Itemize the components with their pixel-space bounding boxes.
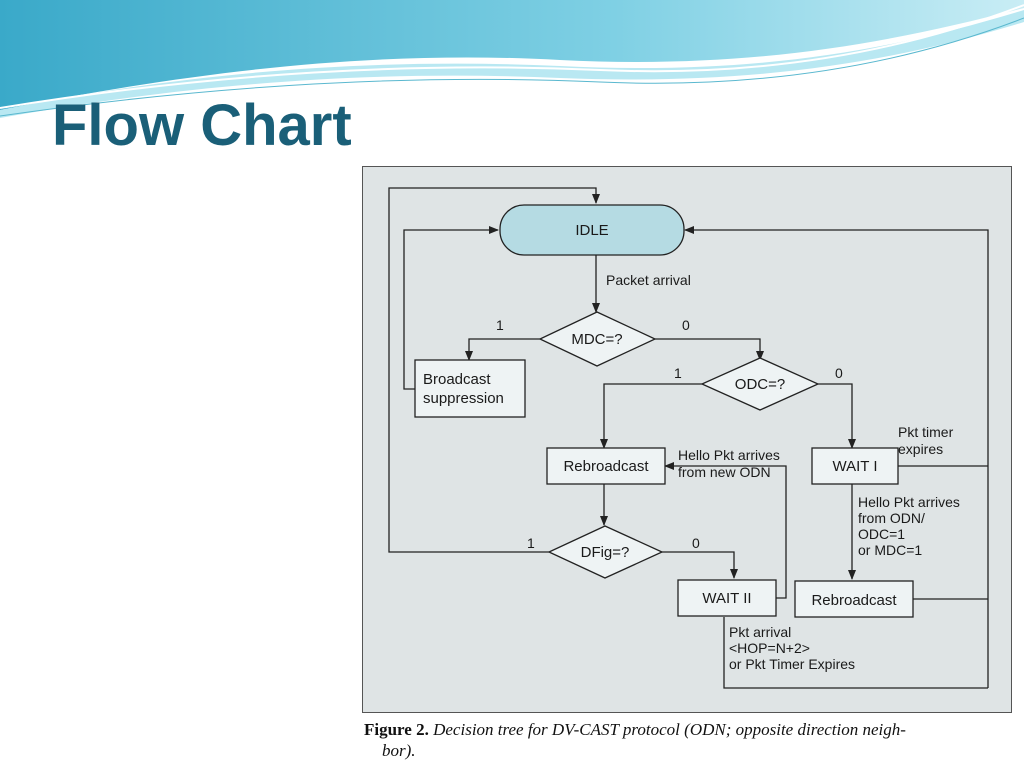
node-wait2-label: WAIT II bbox=[702, 590, 751, 607]
node-suppression-line2: suppression bbox=[423, 390, 504, 407]
edge-label-hello-odn-1: Hello Pkt arrives bbox=[858, 494, 960, 510]
node-suppression-line1: Broadcast bbox=[423, 371, 491, 388]
node-wait1: WAIT I bbox=[811, 447, 899, 485]
edge-label-packet-arrival: Packet arrival bbox=[606, 272, 691, 288]
edge-suppression-to-idle bbox=[403, 226, 499, 390]
node-idle-label: IDLE bbox=[575, 222, 608, 239]
edge-label-pkt-timer-1: Pkt timer bbox=[898, 424, 954, 440]
node-mdc-label: MDC=? bbox=[571, 331, 622, 348]
edge-label-dfig-0: 0 bbox=[692, 535, 700, 551]
edge-label-hello-odn-2: from ODN/ bbox=[858, 510, 925, 526]
header-wave-decoration bbox=[0, 0, 1024, 118]
node-wait2: WAIT II bbox=[677, 579, 777, 617]
edge-label-pkt-timer-2: expires bbox=[898, 441, 943, 457]
figure-panel bbox=[362, 166, 1012, 713]
node-rebroadcast-left: Rebroadcast bbox=[546, 447, 666, 485]
node-rebroadcast-right-label: Rebroadcast bbox=[811, 592, 897, 609]
edge-label-hello-odn-4: or MDC=1 bbox=[858, 542, 922, 558]
node-rebroadcast-left-label: Rebroadcast bbox=[563, 458, 649, 475]
edge-label-mdc-1: 1 bbox=[496, 317, 504, 333]
node-odc-label: ODC=? bbox=[735, 376, 785, 393]
edge-label-hello-new-odn-2: from new ODN bbox=[678, 464, 771, 480]
edge-label-dfig-1: 1 bbox=[527, 535, 535, 551]
figure-number: Figure 2. bbox=[364, 720, 429, 739]
slide-title: Flow Chart bbox=[52, 93, 352, 158]
node-idle: IDLE bbox=[499, 204, 685, 256]
node-dfig-decision: DFig=? bbox=[547, 525, 664, 579]
figure-description-cont: bor). bbox=[382, 741, 416, 760]
edge-wait2-to-return bbox=[723, 617, 988, 689]
node-odc-decision: ODC=? bbox=[700, 357, 820, 411]
edge-label-odc-0: 0 bbox=[835, 365, 843, 381]
edge-label-hello-odn-3: ODC=1 bbox=[858, 526, 905, 542]
node-broadcast-suppression: Broadcast suppression bbox=[414, 359, 526, 418]
edge-label-hello-new-odn-1: Hello Pkt arrives bbox=[678, 447, 780, 463]
edge-label-pkt-arrival-2: <HOP=N+2> bbox=[729, 640, 810, 656]
node-mdc-decision: MDC=? bbox=[538, 311, 657, 367]
edge-mdc-to-suppression bbox=[465, 338, 540, 361]
edge-odc-to-wait1 bbox=[818, 383, 856, 449]
edge-dfig-to-wait2 bbox=[662, 551, 738, 579]
edge-mdc-to-odc bbox=[655, 338, 764, 361]
edge-label-pkt-arrival-1: Pkt arrival bbox=[729, 624, 791, 640]
edge-dfig-to-idle bbox=[388, 187, 600, 553]
edge-wait2-to-rebroadcast bbox=[664, 462, 787, 599]
figure-caption: Figure 2. Decision tree for DV-CAST prot… bbox=[364, 719, 1014, 761]
edge-return-to-idle bbox=[684, 226, 989, 688]
edge-label-pkt-arrival-3: or Pkt Timer Expires bbox=[729, 656, 855, 672]
edge-label-mdc-0: 0 bbox=[682, 317, 690, 333]
node-dfig-label: DFig=? bbox=[581, 544, 630, 561]
node-wait1-label: WAIT I bbox=[833, 458, 878, 475]
node-rebroadcast-right: Rebroadcast bbox=[794, 580, 914, 618]
figure-description: Decision tree for DV-CAST protocol (ODN;… bbox=[433, 720, 906, 739]
edge-label-odc-1: 1 bbox=[674, 365, 682, 381]
edge-odc-to-rebroadcast bbox=[600, 383, 702, 449]
